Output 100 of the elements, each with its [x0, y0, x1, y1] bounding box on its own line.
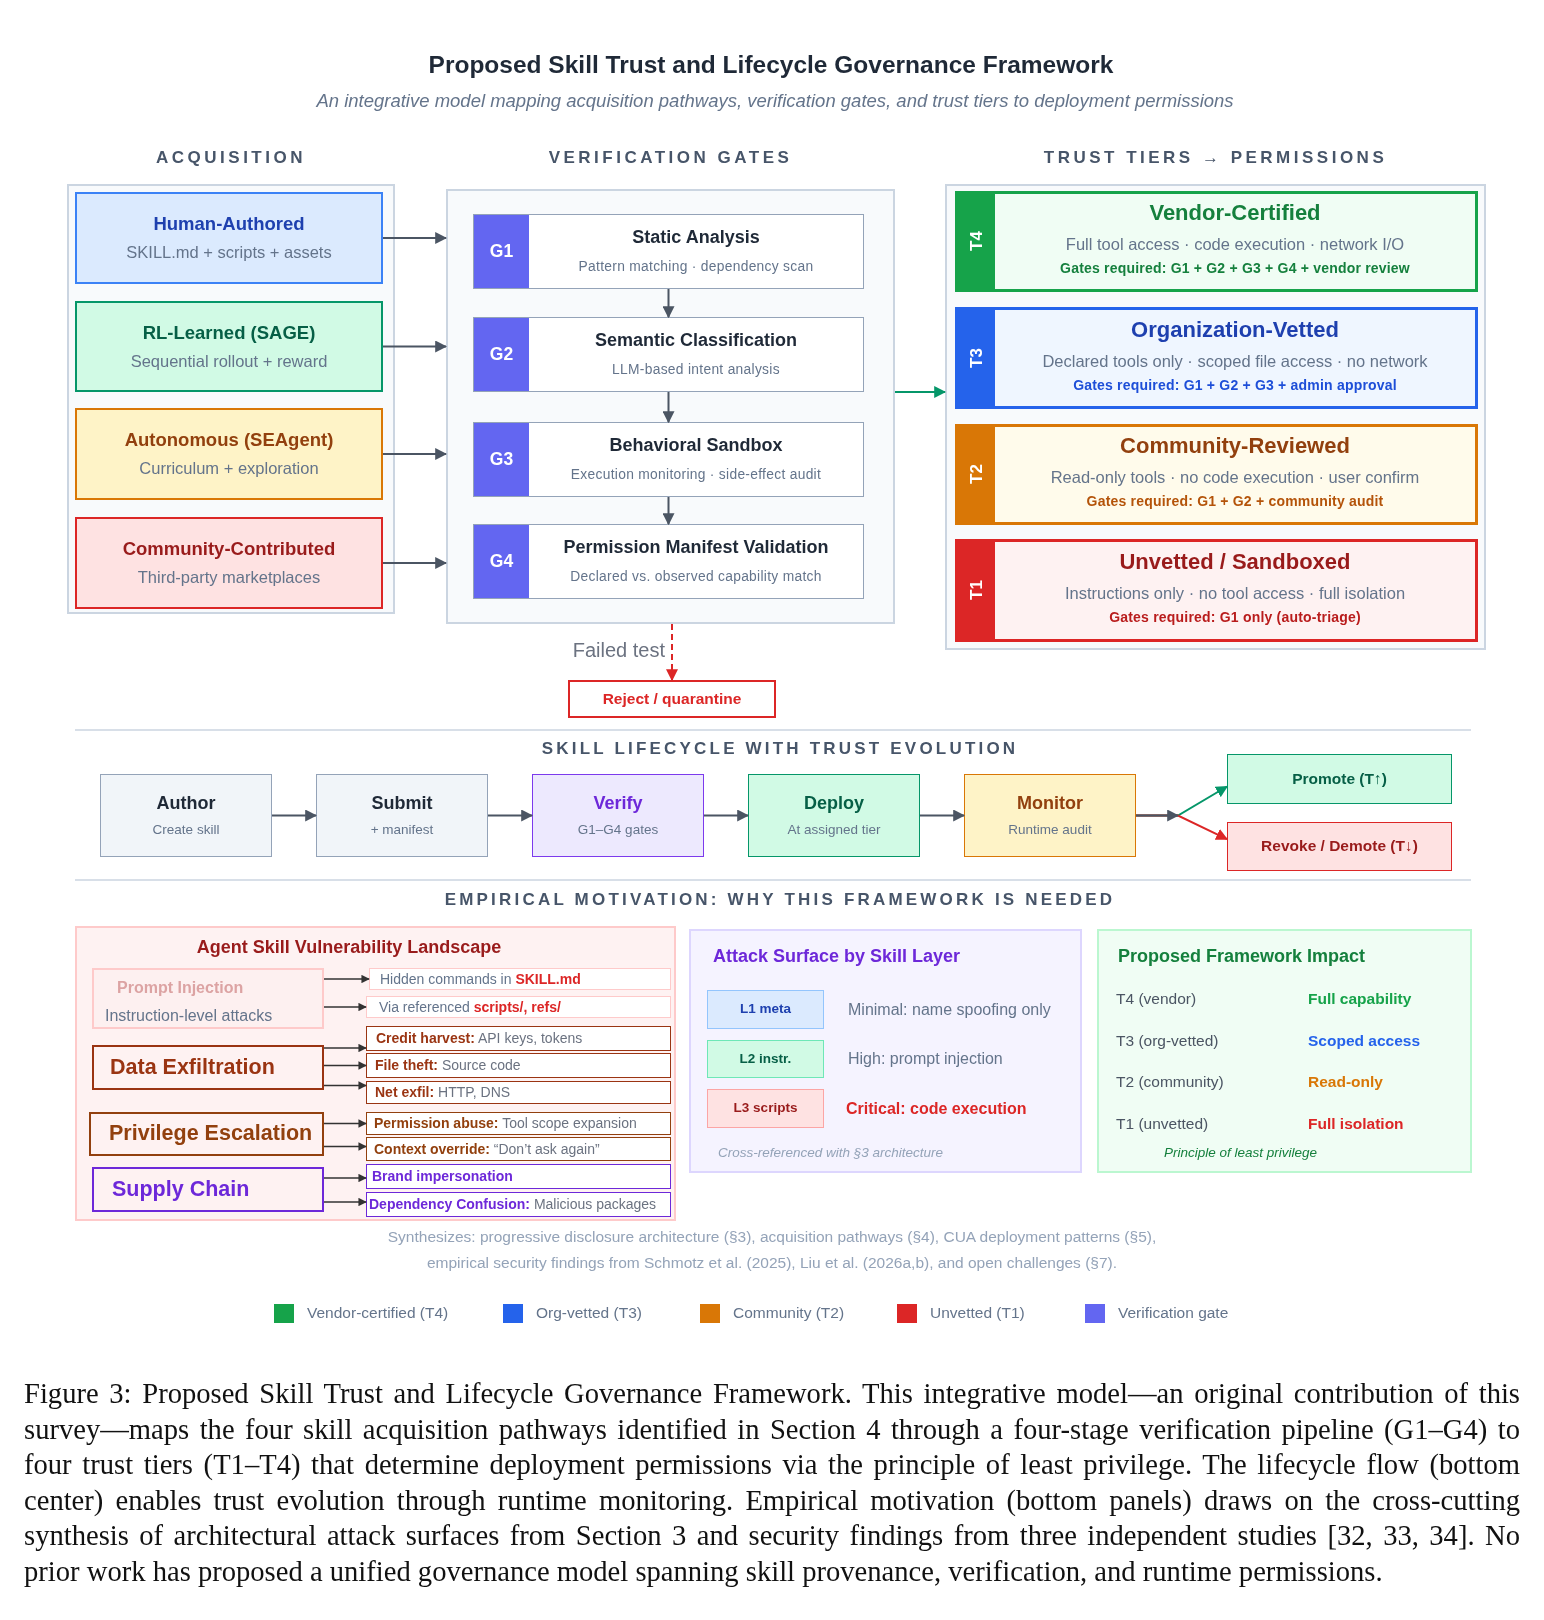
permission-level: Full isolation — [1308, 1114, 1404, 1134]
tier-permissions: Instructions only · no tool access · full isolation — [1064, 584, 1406, 605]
tier-title: Community-Reviewed — [1120, 433, 1350, 460]
arrow — [382, 448, 448, 460]
tier-title: Unvetted / Sandboxed — [1119, 549, 1351, 576]
attack-vector-box — [366, 1192, 671, 1217]
column-heading: VERIFICATION GATES — [548, 147, 793, 169]
attack-vector-text: Hidden commands in SKILL.md — [380, 970, 581, 988]
pathway-box — [75, 408, 383, 500]
tier-badge: T2 — [958, 427, 995, 522]
column-heading: ACQUISITION — [156, 147, 306, 169]
reject-label: Reject / quarantine — [602, 689, 742, 709]
tier-permissions: Full tool access · code execution · network I/O — [1065, 235, 1405, 256]
tier-box — [955, 191, 1478, 292]
gate-title: Permission Manifest Validation — [563, 537, 829, 559]
attack-vector-box — [366, 996, 671, 1018]
gate-badge: G2 — [474, 318, 529, 391]
lifecycle-stage-box — [964, 774, 1136, 857]
threat-category-box — [92, 968, 324, 1029]
pathway-box — [75, 517, 383, 609]
tier-badge: T3 — [958, 310, 995, 406]
attack-vector-text: File theft: Source code — [375, 1057, 521, 1074]
layer-risk-note: Minimal: name spoofing only — [848, 999, 1051, 1020]
stage-description: Runtime audit — [1008, 822, 1092, 839]
stage-title: Submit — [371, 792, 433, 815]
pathway-description: Curriculum + exploration — [139, 459, 319, 479]
attack-vector-box — [366, 1053, 671, 1078]
attack-vector-box — [369, 968, 671, 990]
gate-box — [473, 422, 864, 497]
attack-vector-box — [366, 1137, 671, 1161]
permission-level: Read-only — [1308, 1072, 1383, 1092]
pathway-box — [75, 301, 383, 392]
tier-title: Organization-Vetted — [1131, 316, 1339, 343]
outcome-label: Revoke / Demote (T↓) — [1261, 837, 1418, 856]
stage-description: At assigned tier — [787, 822, 881, 839]
legend-label: Community (T2) — [733, 1304, 845, 1322]
gate-title: Static Analysis — [632, 227, 760, 249]
stage-description: G1–G4 gates — [577, 822, 659, 839]
attack-vector-text: Context override: “Don’t ask again” — [374, 1140, 600, 1158]
gate-description: Execution monitoring · side-effect audit — [570, 467, 822, 484]
gate-description: Declared vs. observed capability match — [570, 569, 822, 586]
gate-description: Pattern matching · dependency scan — [578, 259, 814, 276]
arrow — [894, 386, 947, 398]
dashed-arrow — [666, 623, 678, 682]
arrow — [662, 288, 675, 319]
panel-title: Attack Surface by Skill Layer — [713, 946, 961, 968]
arrow — [323, 1081, 367, 1090]
legend-label: Verification gate — [1118, 1304, 1229, 1322]
panel-note: Cross-referenced with §3 architecture — [718, 1144, 944, 1162]
gate-badge: G4 — [474, 525, 529, 598]
arrow — [323, 1173, 367, 1183]
attack-vector-box — [366, 1026, 671, 1051]
section-heading: SKILL LIFECYCLE WITH TRUST EVOLUTION — [541, 738, 1019, 760]
threat-category-box — [89, 1112, 324, 1156]
lifecycle-stage-box — [316, 774, 488, 857]
panel-title: Agent Skill Vulnerability Landscape — [196, 937, 502, 959]
lifecycle-stage-box — [100, 774, 272, 857]
stage-title: Deploy — [804, 792, 864, 815]
gates-required-note: Gates required: G1 + G2 + G3 + G4 + vendor review — [1060, 260, 1410, 277]
tier-title: Vendor-Certified — [1149, 200, 1321, 227]
legend-label: Vendor-certified (T4) — [307, 1304, 449, 1322]
arrow — [323, 1119, 367, 1128]
arrow — [323, 1197, 367, 1207]
arrow — [382, 340, 448, 353]
pathway-title: RL-Learned (SAGE) — [142, 321, 316, 344]
layer-risk-note: Critical: code execution — [846, 1098, 1027, 1119]
layer-label: L2 instr. — [739, 1050, 792, 1068]
arrow — [323, 1142, 367, 1151]
revoke-box — [1227, 822, 1452, 871]
attack-vector-text: Permission abuse: Tool scope expansion — [374, 1115, 637, 1132]
attack-vector-text: Via referenced scripts/, refs/ — [379, 998, 561, 1016]
pathway-title: Community-Contributed — [122, 538, 336, 561]
gate-badge: G1 — [474, 215, 529, 288]
footer-note: Synthesizes: progressive disclosure architecture (§3), acquisition pathways (§4), CUA deployment patterns (§5), empirical security findings from Schmotz et al. (2025), Liu et al. (2026a,b), and open challenges (§7). — [386, 1227, 1158, 1273]
arrow — [323, 1043, 367, 1053]
outcome-label: Promote (T↑) — [1292, 769, 1387, 789]
stage-title: Monitor — [1017, 792, 1083, 815]
promote-box — [1227, 754, 1452, 804]
attack-vector-text: Net exfil: HTTP, DNS — [375, 1084, 511, 1101]
tier-badge: T1 — [958, 542, 995, 639]
arrow — [271, 809, 318, 822]
tier-name: T4 (vendor) — [1116, 989, 1197, 1009]
arrow — [662, 496, 675, 526]
arrow — [662, 391, 675, 424]
permission-level: Full capability — [1308, 989, 1412, 1009]
skill-layer-box — [707, 990, 824, 1029]
vulnerability-panel — [75, 926, 676, 1221]
tier-name: T1 (unvetted) — [1116, 1114, 1209, 1134]
arrow — [919, 809, 966, 822]
tier-box — [955, 539, 1478, 642]
skill-layer-box — [707, 1089, 824, 1128]
subtitle: An integrative model mapping acquisition pathways, verification gates, and trust tiers to deployment permissions — [316, 89, 1234, 113]
skill-layer-box — [707, 1040, 824, 1078]
pathway-description: SKILL.md + scripts + assets — [126, 243, 332, 263]
arrow — [323, 1061, 367, 1070]
gates-required-note: Gates required: G1 only (auto-triage) — [1109, 609, 1361, 626]
impact-panel — [1097, 929, 1472, 1173]
attack-vector-text: Credit harvest: API keys, tokens — [376, 1030, 583, 1047]
category-title: Prompt Injection — [117, 978, 244, 998]
gate-title: Behavioral Sandbox — [609, 435, 783, 457]
